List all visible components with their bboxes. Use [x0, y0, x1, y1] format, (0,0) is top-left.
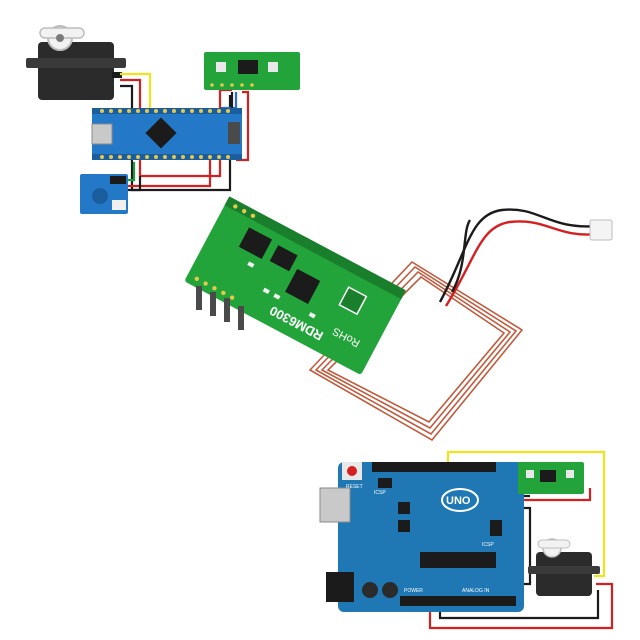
icsp-label: ICSP [374, 490, 386, 496]
antenna-cable [438, 208, 599, 307]
uno-wiring-group: RESET POWER ANALOG IN UNO ICSP ICSP [319, 450, 614, 630]
sensor-module-small [80, 174, 128, 214]
digital-header [372, 462, 496, 472]
rdm6300-group: RDM6300 RoHS [185, 196, 613, 442]
rf-module-top [204, 52, 300, 90]
uno-logo-text: UNO [446, 495, 471, 507]
rf-module-bottom [518, 462, 584, 494]
servo-motor-top [26, 25, 126, 100]
uno-logo: UNO [441, 488, 479, 512]
reset-button [347, 466, 357, 476]
power-header-label: POWER [404, 588, 423, 594]
analog-header-label: ANALOG IN [462, 588, 490, 594]
rdm6300-board: RDM6300 RoHS [185, 196, 406, 375]
reset-label: RESET [346, 484, 363, 490]
icsp2-label: ICSP [482, 542, 494, 548]
rdm6300-header-pins [196, 286, 244, 330]
jst-connector [589, 219, 613, 241]
arduino-nano-board [91, 108, 242, 160]
arduino-uno-board: RESET POWER ANALOG IN UNO ICSP ICSP [319, 462, 524, 612]
power-analog-header [400, 596, 516, 606]
servo-motor-bottom [528, 538, 600, 596]
nano-wiring-group [26, 25, 300, 214]
